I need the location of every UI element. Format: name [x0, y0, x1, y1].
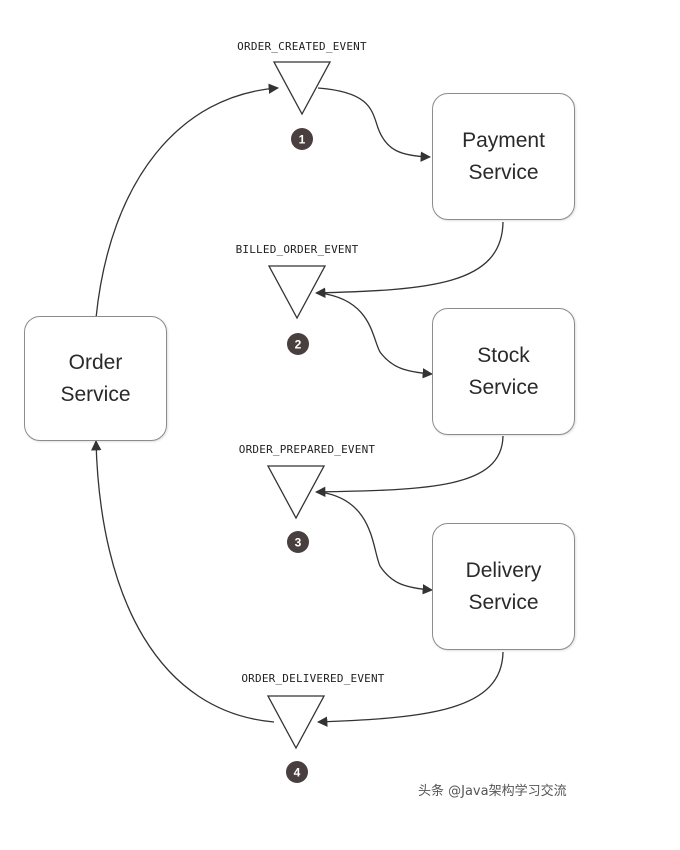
event-triangle-4	[266, 695, 326, 750]
event-badge-3	[287, 531, 309, 553]
edge-delivered-to-order	[91, 439, 275, 723]
event-badge-4	[286, 761, 308, 783]
event-number-3: 3	[295, 536, 302, 550]
order-service-line2: Service	[60, 382, 131, 406]
delivery-service-line1: Delivery	[465, 558, 542, 582]
order-service-box: Order Service	[24, 316, 167, 441]
stock-service-line2: Service	[468, 375, 539, 399]
event-label-order-delivered: ORDER_DELIVERED_EVENT	[241, 672, 385, 685]
stock-service-box: Stock Service	[432, 308, 575, 435]
event-triangle-3	[266, 465, 326, 520]
delivery-service-box: Delivery Service	[432, 523, 575, 650]
event-label-billed-order: BILLED_ORDER_EVENT	[235, 243, 359, 256]
event-badge-2	[287, 333, 309, 355]
edge-payment-to-billed	[314, 221, 504, 298]
edge-delivery-to-delivered	[316, 651, 504, 727]
stock-service-line1: Stock	[477, 343, 530, 367]
event-triangle-2	[267, 265, 327, 320]
event-number-4: 4	[294, 766, 301, 780]
event-badge-1	[291, 128, 313, 150]
payment-service-line1: Payment	[462, 128, 545, 152]
edge-billed-to-stock	[319, 292, 434, 379]
watermark-text: 头条 @Java架构学习交流	[418, 784, 567, 799]
payment-service-box: Payment Service	[432, 93, 575, 220]
event-number-1: 1	[299, 133, 306, 147]
edge-prepared-to-delivery	[319, 491, 434, 595]
event-label-order-created: ORDER_CREATED_EVENT	[237, 40, 367, 53]
event-label-order-prepared: ORDER_PREPARED_EVENT	[238, 443, 376, 456]
payment-service-line2: Service	[468, 160, 539, 184]
edge-order-to-created	[95, 83, 280, 319]
edge-stock-to-prepared	[314, 435, 504, 498]
delivery-service-line2: Service	[468, 590, 539, 614]
order-service-line1: Order	[68, 350, 123, 374]
event-number-2: 2	[295, 338, 302, 352]
edge-created-to-payment	[317, 87, 432, 162]
event-triangle-1	[272, 61, 332, 116]
